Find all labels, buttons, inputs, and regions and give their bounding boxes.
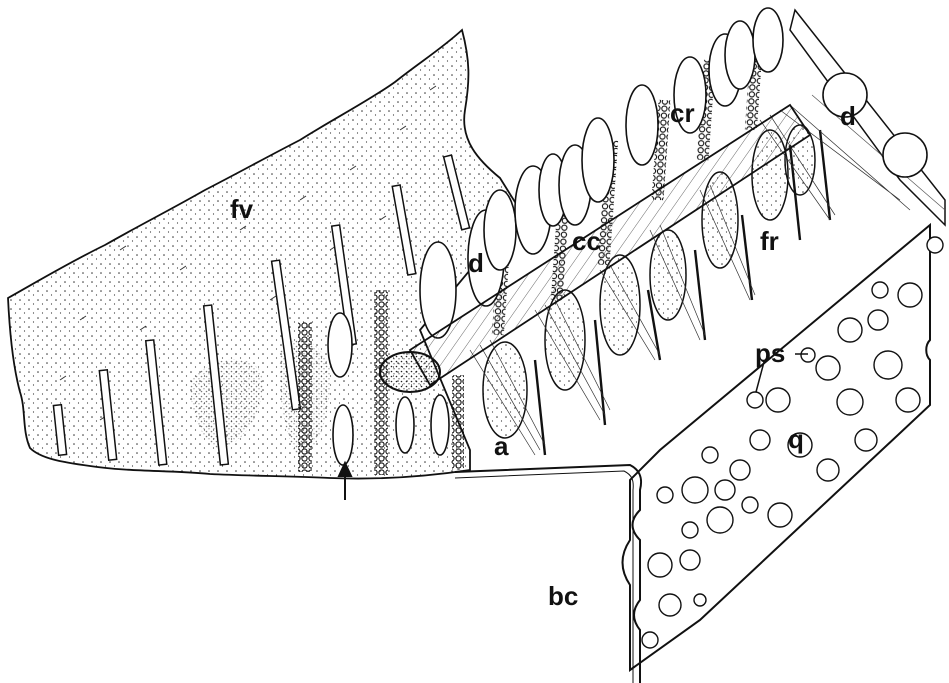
label-d-left: d bbox=[468, 248, 484, 278]
label-fv: fv bbox=[230, 194, 254, 224]
label-fr: fr bbox=[760, 226, 779, 256]
label-cc: cc bbox=[572, 226, 601, 256]
label-a: a bbox=[494, 431, 509, 461]
label-d-right: d bbox=[840, 101, 856, 131]
label-cr: cr bbox=[670, 98, 695, 128]
label-bc: bc bbox=[548, 581, 578, 611]
label-ps: ps bbox=[755, 338, 785, 368]
panel-top-right bbox=[790, 10, 945, 225]
label-q: q bbox=[788, 424, 804, 454]
basal-membrane bbox=[455, 465, 641, 683]
